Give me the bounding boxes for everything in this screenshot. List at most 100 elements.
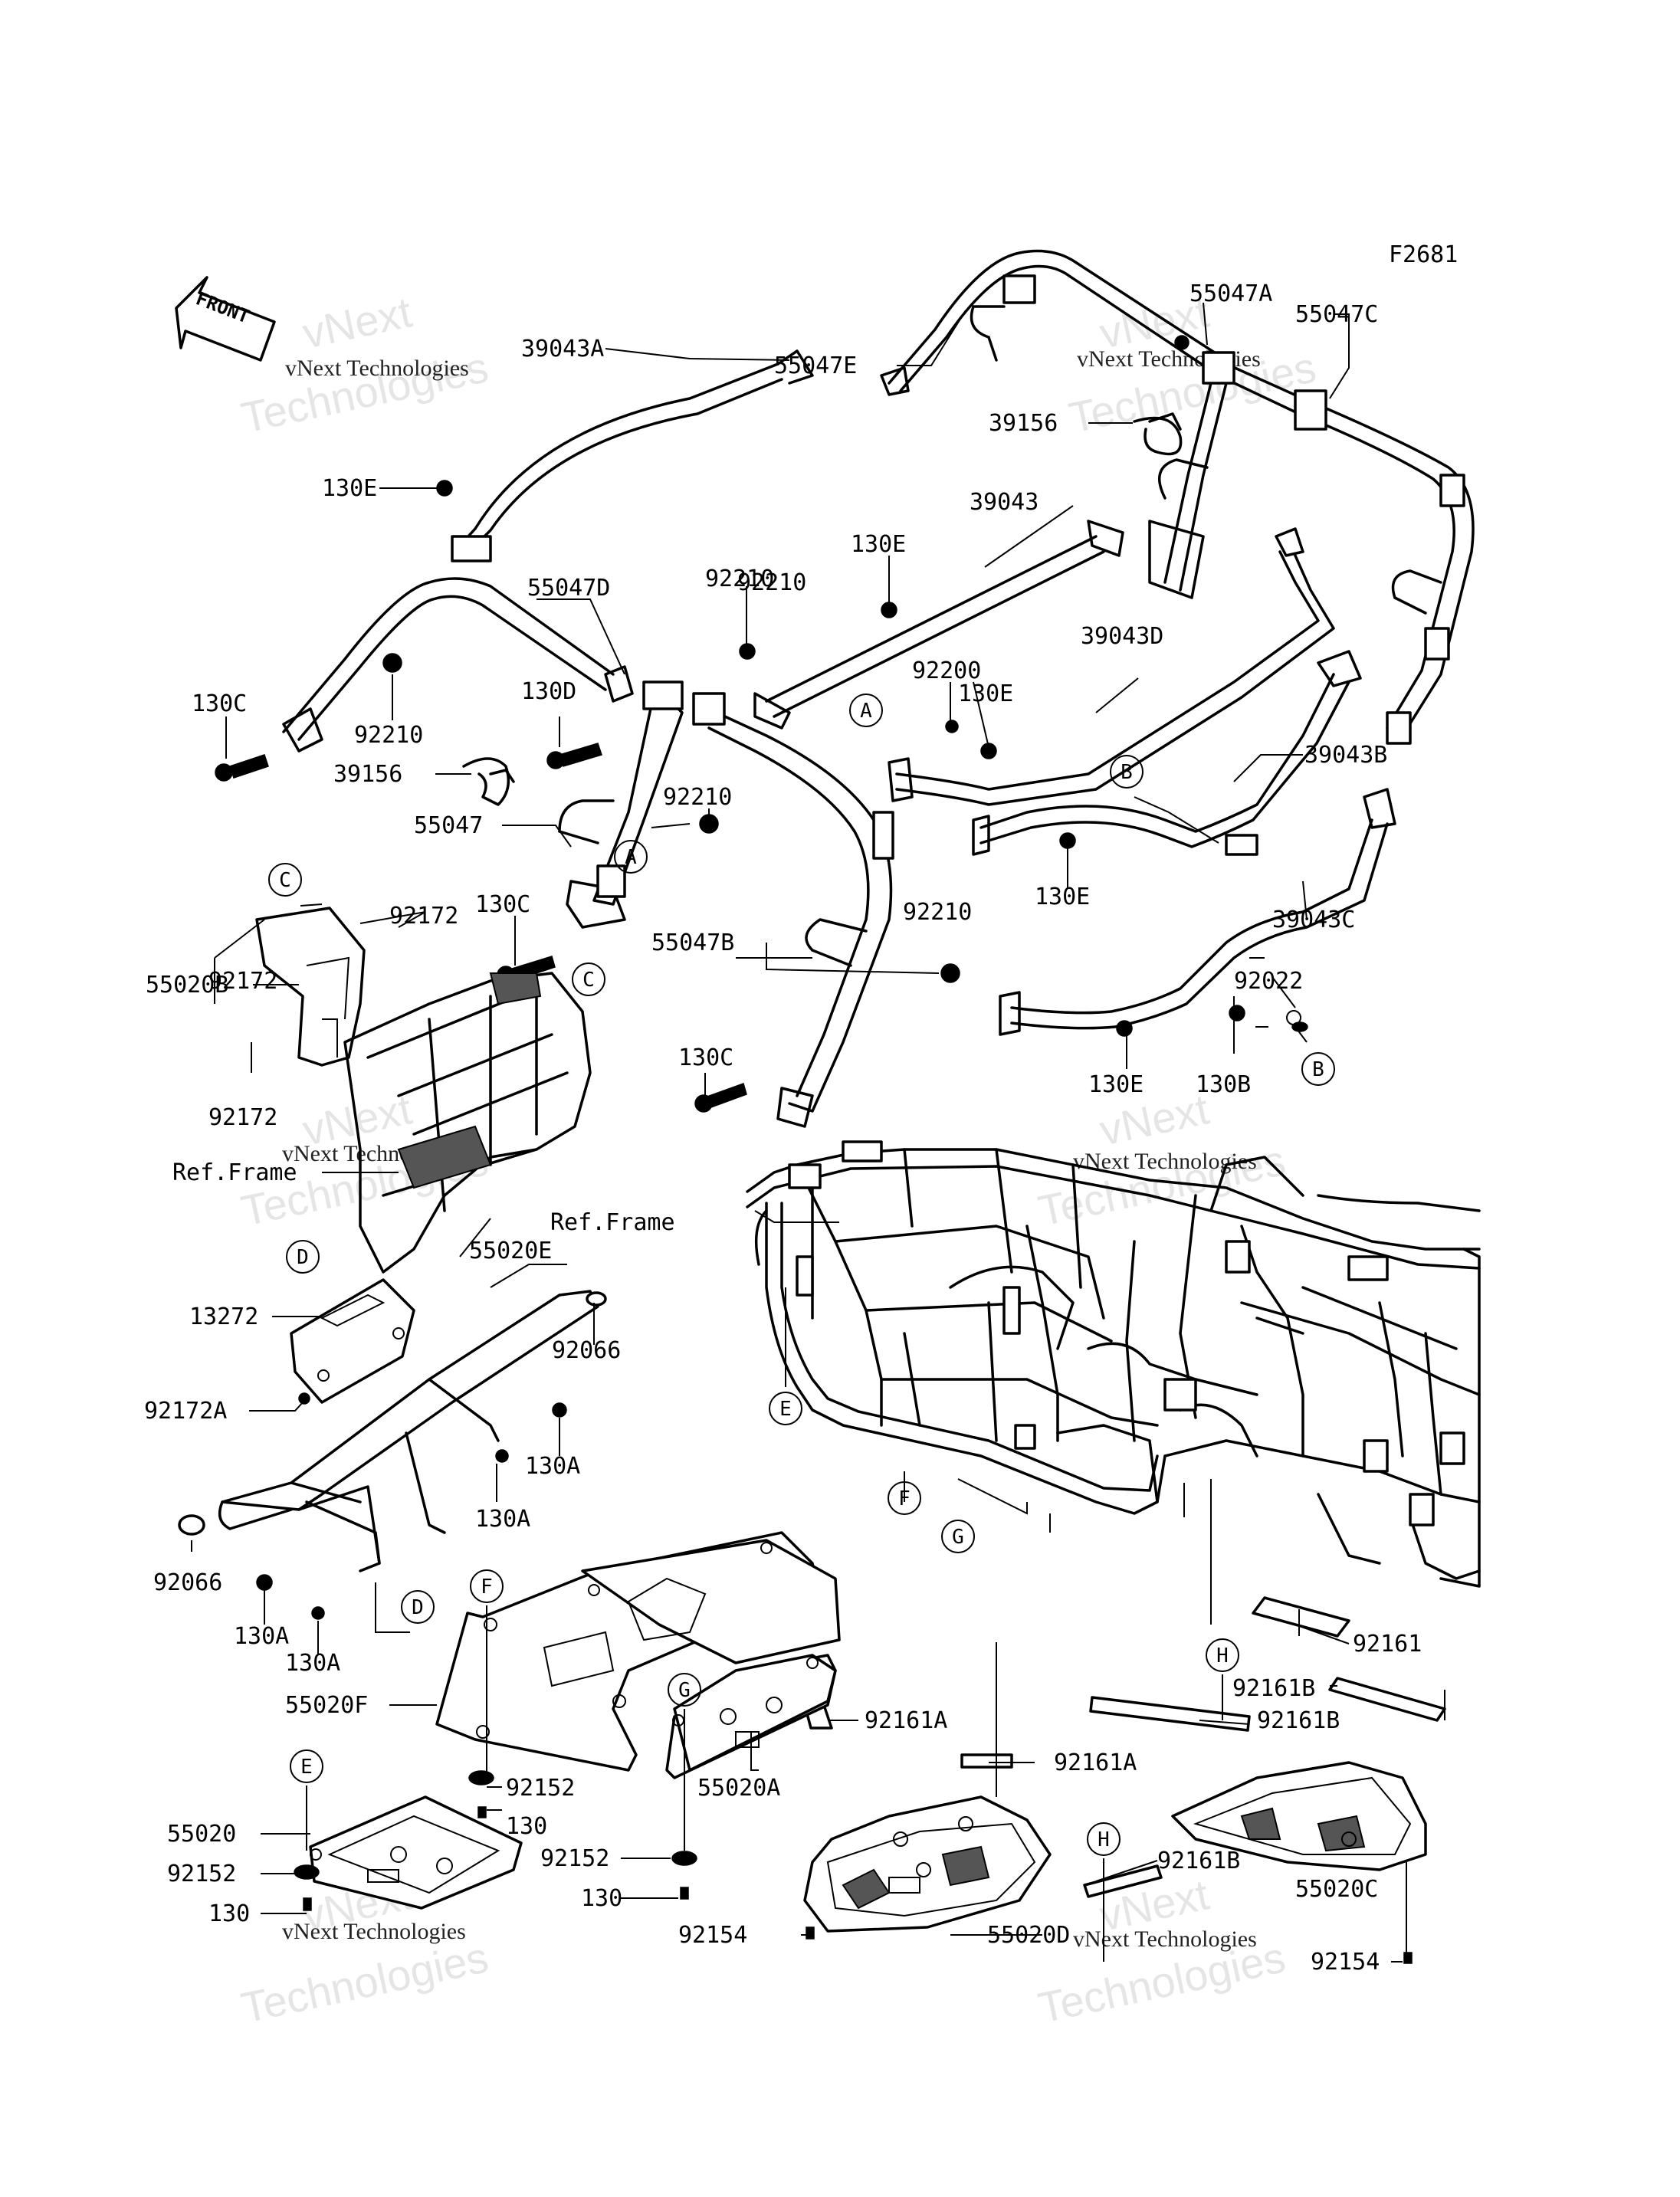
panel-55020b: [255, 907, 366, 1067]
part-label: 39043A: [521, 336, 604, 362]
hoop-55047d: [282, 577, 634, 753]
svg-text:H: H: [1216, 1644, 1229, 1667]
bumper-55020e: [178, 1290, 607, 1620]
svg-text:H: H: [1098, 1828, 1110, 1851]
front-arrow-icon: FRONT: [175, 276, 276, 362]
part-label: 92152: [540, 1845, 609, 1872]
part-label: 130: [506, 1813, 547, 1840]
part-label: 92172A: [144, 1398, 227, 1425]
part-label: 92172: [208, 968, 277, 995]
part-label: 55020F: [285, 1692, 368, 1719]
callout-c-upper: C: [268, 863, 302, 897]
watermark-caption: vNext Technologies: [282, 1919, 466, 1944]
part-label: 92022: [1234, 968, 1303, 995]
bar-39043: [753, 520, 1124, 730]
part-label: 92066: [153, 1569, 222, 1596]
bar-39043d: [888, 527, 1335, 806]
part-label: 92210: [737, 569, 806, 596]
part-labels: 39043A 130E 55047D 92210 130C 92210 130D…: [144, 280, 1422, 1976]
watermark-caption: vNext Technologies: [285, 356, 469, 381]
part-label: 130A: [525, 1453, 580, 1480]
fasteners-lower: [294, 1021, 1413, 1964]
part-label: 55020E: [469, 1238, 552, 1264]
svg-text:B: B: [1121, 761, 1133, 784]
bar-39043a: [451, 349, 814, 562]
part-label: 39043: [970, 489, 1039, 516]
part-label: 55020C: [1295, 1876, 1378, 1903]
part-label: 92210: [903, 899, 972, 926]
callout-h-strip: H: [1087, 1822, 1121, 1856]
hoop-55047c: [1148, 351, 1475, 745]
part-label: 92066: [552, 1337, 621, 1364]
part-label: 13272: [189, 1303, 258, 1330]
svg-text:C: C: [279, 869, 291, 892]
part-label: Ref.Frame: [172, 1159, 297, 1186]
part-label: 92161A: [1054, 1749, 1137, 1776]
part-label: 130A: [234, 1623, 289, 1650]
pillar-55047: [558, 680, 684, 929]
part-label: 55047A: [1189, 280, 1272, 307]
part-label: 130C: [678, 1044, 733, 1071]
callout-f-panel: F: [470, 1569, 504, 1603]
callout-b-upper: B: [1110, 755, 1144, 789]
part-label: 55047E: [774, 353, 857, 379]
part-label: 92161B: [1257, 1707, 1340, 1734]
svg-text:G: G: [952, 1526, 964, 1549]
part-label: 92172: [389, 903, 458, 930]
svg-text:F: F: [481, 1576, 493, 1599]
part-label: 39043B: [1304, 742, 1387, 769]
panel-55020d: [803, 1795, 1052, 1933]
svg-text:F: F: [898, 1487, 911, 1510]
part-label: 55047D: [527, 575, 610, 602]
part-label: 92172: [208, 1104, 277, 1131]
callout-c-lower: C: [572, 962, 605, 996]
part-label: 55047B: [651, 930, 734, 956]
callout-g-panel: G: [668, 1673, 701, 1707]
part-label: 55020A: [697, 1775, 780, 1802]
callout-e-skid: E: [290, 1749, 323, 1783]
bar-39043b: [972, 650, 1362, 856]
part-label: 39156: [989, 410, 1058, 437]
part-label: 92161: [1353, 1631, 1422, 1658]
svg-text:D: D: [297, 1246, 309, 1269]
part-label: 130B: [1196, 1071, 1251, 1098]
svg-text:E: E: [779, 1398, 792, 1421]
callout-d-upper: D: [286, 1240, 320, 1274]
pillar-55047b: [692, 692, 894, 1128]
panel-55020f: [435, 1531, 841, 1772]
part-label: 92210: [354, 722, 423, 749]
callout-f-frame: F: [888, 1481, 921, 1515]
part-label: 130C: [192, 690, 247, 717]
part-label: 55020D: [987, 1922, 1070, 1949]
part-label: 55020: [167, 1821, 236, 1848]
svg-text:A: A: [625, 846, 637, 869]
main-frame: [746, 1140, 1481, 1588]
part-label: 92152: [167, 1861, 236, 1887]
part-label: 39043C: [1272, 907, 1355, 933]
callout-a-rear: A: [849, 694, 883, 727]
svg-text:A: A: [860, 700, 872, 723]
panel-55020c: [1171, 1761, 1427, 1871]
part-label: 130E: [1035, 884, 1090, 910]
part-label: Ref.Frame: [550, 1209, 675, 1236]
svg-text:D: D: [412, 1596, 424, 1619]
part-label: 92161A: [865, 1707, 947, 1734]
part-label: 130E: [958, 680, 1013, 707]
part-label: 92154: [1311, 1949, 1380, 1976]
panel-55020a: [665, 1654, 837, 1779]
callout-h-frame: H: [1206, 1638, 1239, 1672]
callout-a-front: A: [614, 840, 648, 874]
part-label: 92161B: [1157, 1848, 1240, 1874]
svg-text:C: C: [582, 969, 595, 992]
part-label: 92210: [705, 566, 774, 592]
part-label: 130E: [322, 475, 377, 502]
callout-b-lower: B: [1301, 1052, 1335, 1086]
part-label: 130D: [521, 678, 576, 705]
part-label: 92152: [506, 1775, 575, 1802]
watermark-caption: vNext Technologies: [1073, 1926, 1257, 1952]
panel-55020: [309, 1795, 523, 1910]
part-label: 55020B: [146, 972, 228, 998]
svg-text:G: G: [678, 1679, 691, 1702]
part-label: 92161B: [1232, 1675, 1315, 1702]
